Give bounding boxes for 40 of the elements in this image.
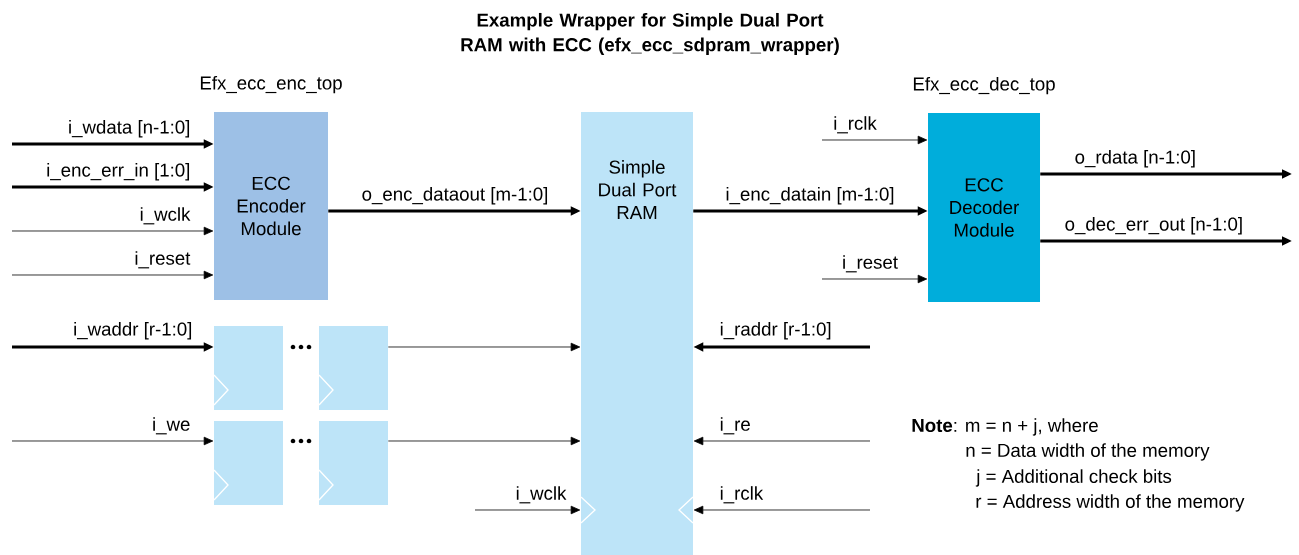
note-text: j = Additional check bits <box>975 469 1172 487</box>
register-box <box>318 421 388 505</box>
edge-label: i_wdata [n-1:0] <box>69 120 190 138</box>
edge-label: i_re <box>720 417 750 435</box>
edge-label: o_dec_err_out [n-1:0] <box>1065 217 1242 235</box>
edge-label: i_reset <box>135 251 191 269</box>
arrow <box>11 226 214 236</box>
edge-label: i_reset <box>843 255 898 273</box>
module-heading: Efx_ecc_dec_top <box>913 76 1055 95</box>
register-box <box>318 326 388 410</box>
ram-box: Simple Dual Port RAM <box>580 112 694 555</box>
arrow <box>387 342 581 352</box>
arrow <box>474 505 581 515</box>
note-text: r = Address width of the memory <box>976 494 1245 512</box>
arrow <box>693 505 871 515</box>
arrow <box>821 135 928 145</box>
edge-label: i_rclk <box>720 486 764 504</box>
title: Example Wrapper for Simple Dual Port RAM with ECC (efx_ecc_sdpram_wrapper) <box>461 12 839 55</box>
arrow <box>11 436 214 446</box>
register-box <box>213 421 283 505</box>
note-text: Note: m = n + j, where <box>912 418 1098 436</box>
encoder-box: ECC Encoder Module <box>214 112 328 300</box>
edge-label: i_wclk <box>140 207 191 225</box>
module-heading: Efx_ecc_enc_top <box>200 75 342 94</box>
arrow <box>821 274 928 284</box>
note-text: n = Data width of the memory <box>966 443 1210 461</box>
edge-label: i_wclk <box>516 486 567 504</box>
register-box <box>213 326 283 410</box>
edge-label: i_enc_err_in [1:0] <box>47 163 190 181</box>
edge-label: i_rclk <box>834 116 877 134</box>
edge-label: i_we <box>153 417 190 435</box>
edge-label: o_rdata [n-1:0] <box>1075 150 1195 168</box>
arrow <box>387 436 581 446</box>
edge-label: i_raddr [r-1:0] <box>720 322 831 340</box>
edge-label: o_enc_dataout [m-1:0] <box>362 187 548 205</box>
edge-label: i_enc_datain [m-1:0] <box>726 187 894 205</box>
arrow <box>11 270 214 280</box>
decoder-box: ECC Decoder Module <box>928 113 1040 302</box>
edge-label: i_waddr [r-1:0] <box>74 322 192 340</box>
arrow <box>693 436 871 446</box>
